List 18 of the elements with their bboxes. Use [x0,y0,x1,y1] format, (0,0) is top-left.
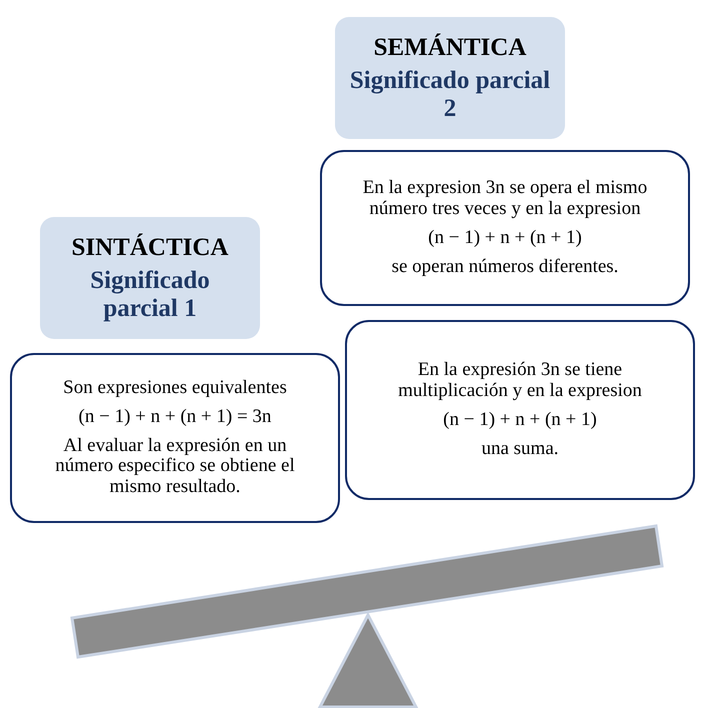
heading-card [335,17,565,139]
subheading: Significado parcial 1 [89,267,211,322]
description-text: En la expresión 3n se tiene multiplicación y en la expresion [397,360,643,402]
content-card [345,320,695,500]
subheading: Significado parcial 2 [349,67,551,122]
content-card [320,150,690,306]
description-text: En la expresion 3n se opera el mismo número tres veces y en la expresion [362,178,648,220]
content-card [10,353,340,523]
heading: SEMÁNTICA [374,34,526,62]
heading-card [40,217,260,339]
formula: (n − 1) + n + (n + 1) [443,410,597,431]
description-text: Al evaluar la expresión en un número especifico se obtiene el mismo resultado. [54,436,296,498]
description-text: una suma. [481,438,559,460]
formula: (n − 1) + n + (n + 1) [428,228,582,249]
description-text: se operan números diferentes. [392,256,618,278]
heading: SINTÁCTICA [72,234,228,262]
formula: (n − 1) + n + (n + 1) = 3n [78,406,272,428]
description-text: Son expresiones equivalentes [63,378,287,399]
